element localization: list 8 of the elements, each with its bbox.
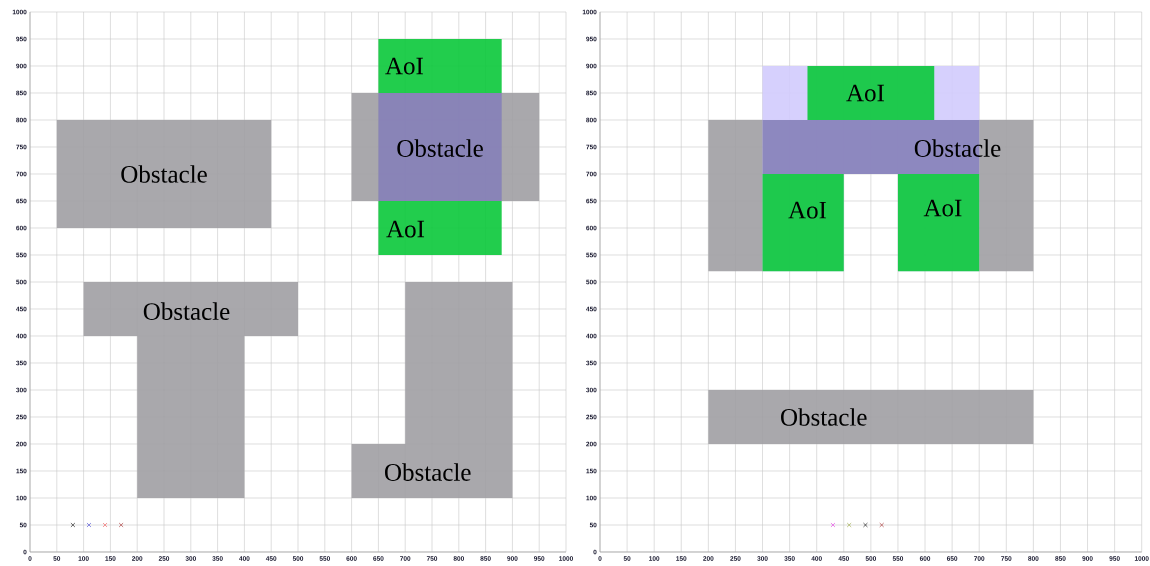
aoi-region: AoI <box>378 201 502 255</box>
obstacle-region: Obstacle <box>351 282 513 498</box>
obstacle-region: Obstacle <box>351 93 540 201</box>
aoi-region: AoI <box>378 39 502 93</box>
obstacle-region: Obstacle <box>708 390 1034 444</box>
obstacle-region: Obstacle <box>83 282 298 498</box>
aoi-region: AoI <box>807 66 935 120</box>
obstacle-region: Obstacle <box>56 120 272 228</box>
